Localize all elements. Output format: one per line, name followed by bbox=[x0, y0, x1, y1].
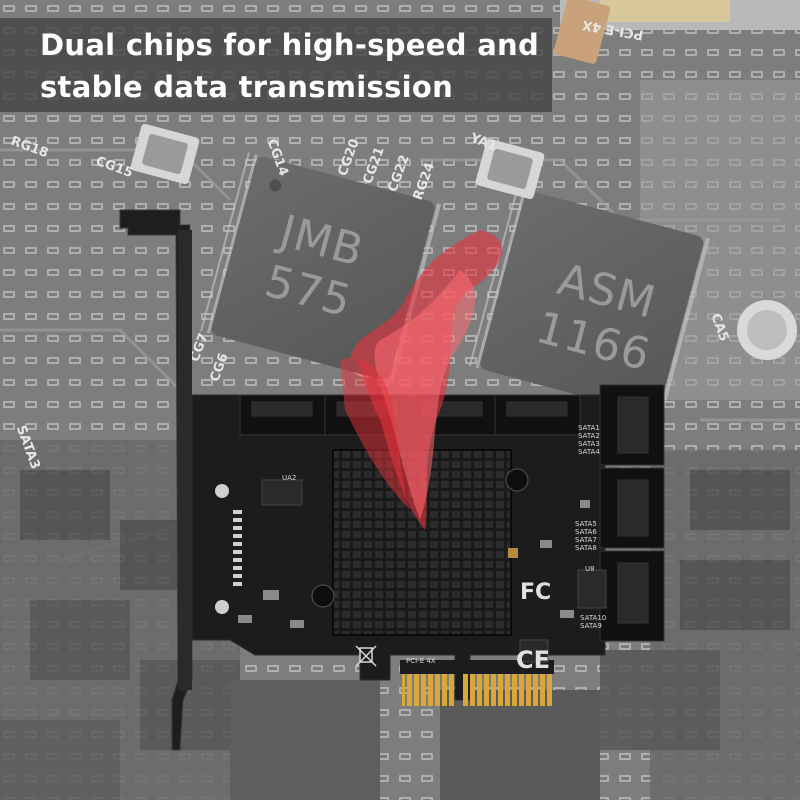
card-sata6: SATA6 bbox=[575, 528, 597, 536]
card-sata1: SATA1 bbox=[578, 424, 600, 432]
card-ua2: UA2 bbox=[282, 474, 297, 482]
card-sata10: SATA10 bbox=[580, 614, 607, 622]
headline-banner: Dual chips for high-speed and stable dat… bbox=[0, 18, 552, 112]
card-sata3: SATA3 bbox=[578, 440, 600, 448]
card-pcie-label: PCI-E 4X bbox=[406, 657, 436, 665]
card-sata7: SATA7 bbox=[575, 536, 597, 544]
pci-bracket bbox=[119, 209, 193, 751]
arrow-icon bbox=[340, 230, 503, 530]
card-sata4: SATA4 bbox=[578, 448, 600, 456]
headline-line-2: stable data transmission bbox=[40, 70, 454, 104]
ce-mark-icon: CE bbox=[516, 646, 551, 674]
card-sata5: SATA5 bbox=[575, 520, 597, 528]
card-sata8: SATA8 bbox=[575, 544, 597, 552]
weee-bin-icon bbox=[355, 645, 377, 667]
card-sata2: SATA2 bbox=[578, 432, 600, 440]
headline-line-1: Dual chips for high-speed and bbox=[40, 28, 540, 62]
card-sata9: SATA9 bbox=[580, 622, 602, 630]
side-sata-ports bbox=[599, 384, 665, 642]
fcc-logo-icon: FC bbox=[520, 580, 552, 605]
card-u8: U8 bbox=[585, 565, 595, 573]
